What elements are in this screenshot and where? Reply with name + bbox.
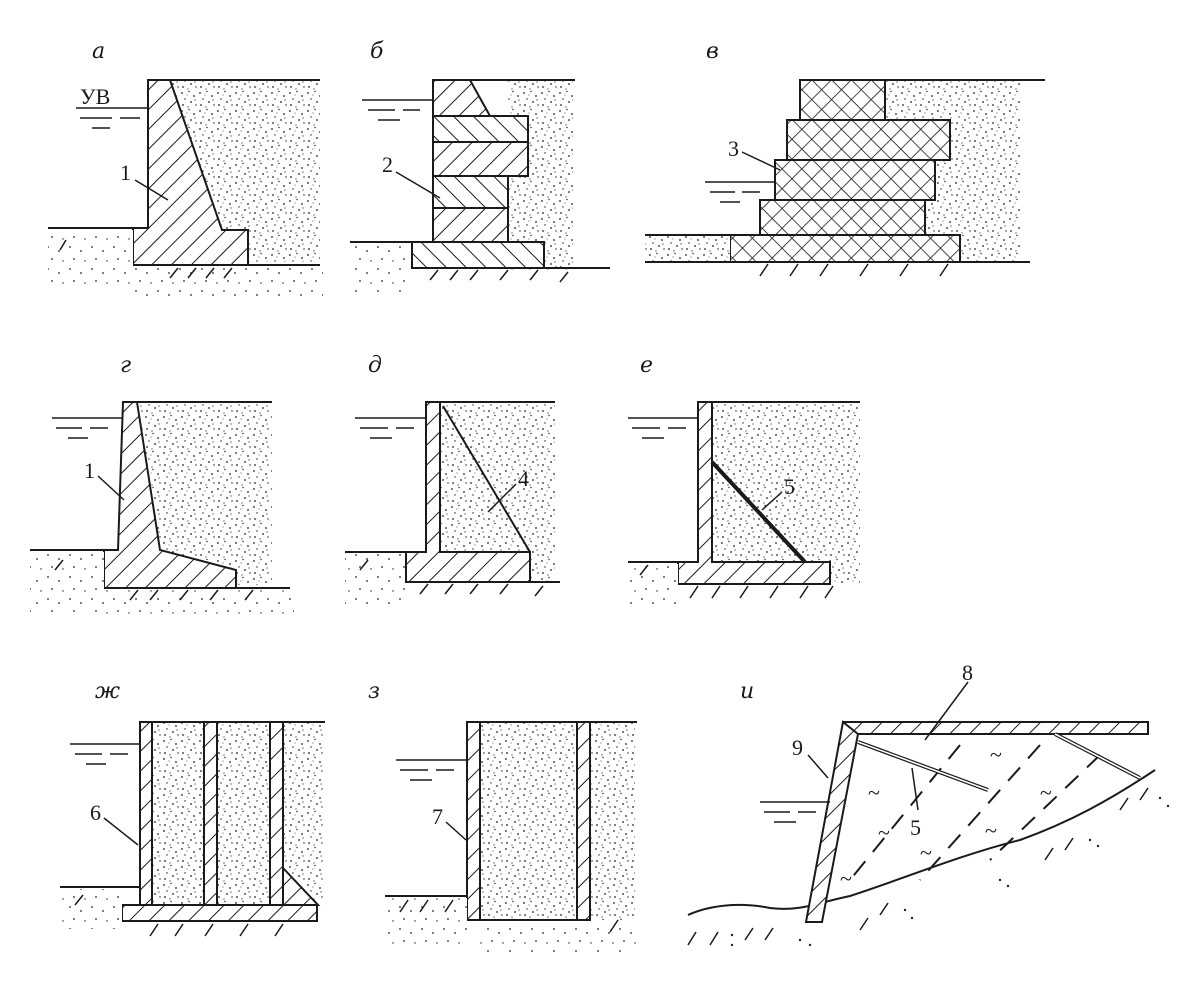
foundation-block [411,241,545,269]
callout-8: 8 [962,660,973,685]
callout-7: 7 [432,804,443,829]
tie-rod-4 [442,405,531,553]
svg-text:~: ~ [878,820,890,845]
panel-a: а УВ 1 [48,39,323,297]
sheet-pile-6 [139,721,153,906]
panel-label-g: г [120,353,131,378]
callout-2: 2 [382,152,393,177]
panel-d: д 4 [345,353,560,604]
svg-text:~: ~ [990,742,1002,767]
svg-text:~: ~ [868,780,880,805]
panel-label-e: е [640,353,653,378]
panel-label-a: а [92,39,105,64]
panel-label-d: д [368,353,382,378]
panel-label-zh: ж [95,679,120,704]
svg-text:~: ~ [840,866,852,891]
panel-label-i: и [740,679,754,704]
water-level-icon [760,801,830,823]
water-level-icon [52,417,123,439]
panel-g: г 1 [30,353,294,618]
panel-z: з 7 [368,679,640,952]
panel-label-v: в [706,39,719,64]
inclined-wall-9 [804,720,860,923]
panel-b: б 2 [350,39,610,294]
water-level-icon [70,743,140,765]
callout-4: 4 [518,466,529,491]
slab-8 [842,721,1149,735]
callout-3: 3 [728,136,739,161]
water-level-icon [628,417,698,439]
water-level-icon [76,107,148,129]
cofferdam-wall-7 [466,721,481,921]
callout-1-g: 1 [84,458,95,483]
water-level-label: УВ [80,84,110,109]
callout-5-i: 5 [910,815,921,840]
callout-1: 1 [120,160,131,185]
slope-surface [687,769,1156,916]
water-level-icon [705,181,775,203]
gabion-base [729,234,961,263]
backfill-soil [170,80,320,262]
panel-i: и ~ ~ ~ ~ ~ ~ ~ [687,660,1170,947]
svg-text:~: ~ [920,840,932,865]
panel-v: в 3 [645,39,1045,277]
callout-5: 5 [784,474,795,499]
panel-e: е 5 [628,353,860,604]
panel-label-z: з [368,679,380,704]
anchor-5 [710,460,807,564]
svg-text:~: ~ [1040,780,1052,805]
anchored-wall [677,401,831,585]
panel-zh: ж 6 [60,679,325,937]
panel-label-b: б [370,39,384,64]
water-level-icon [355,417,426,439]
callout-9: 9 [792,735,803,760]
svg-text:~: ~ [985,818,997,843]
callout-6: 6 [90,800,101,825]
water-level-icon [396,759,467,781]
water-level-icon [362,99,433,121]
